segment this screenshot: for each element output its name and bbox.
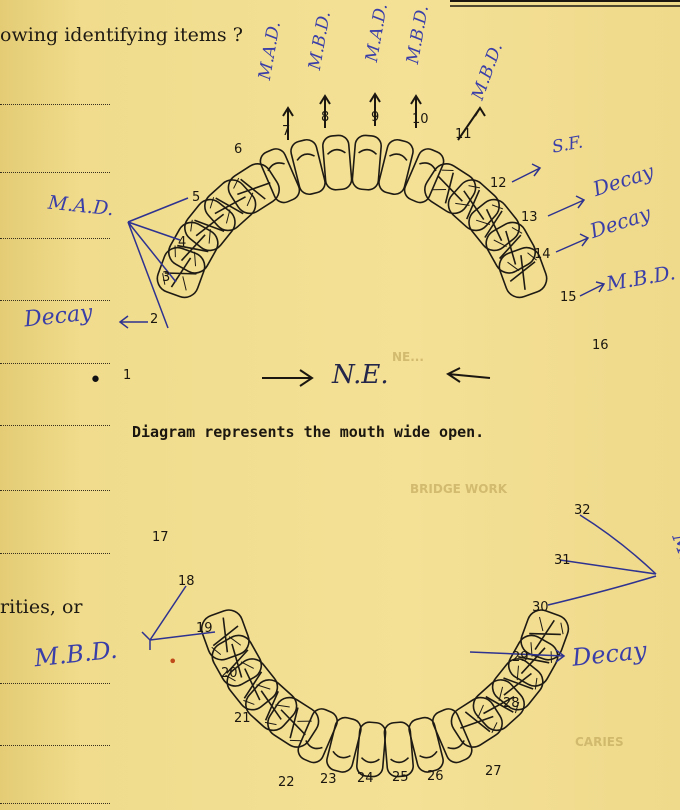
tooth-number: 1	[123, 368, 131, 383]
tooth-number: 22	[278, 775, 295, 790]
tooth-number: 28	[503, 696, 520, 711]
tooth-number: 10	[412, 112, 429, 127]
tooth-number: 14	[534, 247, 551, 262]
upper-tooth	[179, 194, 241, 256]
tooth-number: 32	[574, 503, 591, 518]
lower-tooth	[468, 674, 530, 736]
tooth-number: 16	[592, 338, 609, 353]
tooth-number: 31	[554, 553, 571, 568]
lower-tooth	[222, 653, 284, 715]
tooth-number: 8	[321, 110, 329, 125]
pointer-line	[142, 586, 215, 650]
dot-mark: •	[168, 652, 177, 671]
pointer-line	[120, 316, 148, 328]
tooth-number: 21	[234, 711, 251, 726]
lower-tooth	[263, 692, 324, 752]
tooth-number: 9	[371, 110, 379, 125]
pointer-arrow	[448, 368, 490, 382]
upper-tooth	[257, 146, 302, 206]
lower-tooth	[446, 692, 507, 752]
tooth-number: 30	[532, 600, 549, 615]
tooth-number: 24	[357, 771, 374, 786]
tooth-number: 2	[150, 312, 158, 327]
pointer-line	[512, 164, 540, 182]
tooth-number: 7	[282, 124, 290, 139]
tooth-number: 11	[455, 127, 472, 142]
lower-tooth	[356, 721, 386, 777]
handwritten-note: N.E.	[332, 360, 389, 390]
tooth-number: 5	[192, 190, 200, 205]
pointer-line	[556, 234, 588, 252]
tooth-number: 4	[178, 235, 186, 250]
tooth-number: 20	[221, 666, 238, 681]
pointer-arrow	[262, 370, 312, 386]
tooth-number: 12	[490, 176, 507, 191]
tooth-number: 18	[178, 574, 195, 589]
tooth-number: 29	[512, 650, 529, 665]
tooth-number: 26	[427, 769, 444, 784]
tooth-number: 6	[234, 142, 242, 157]
upper-tooth	[322, 135, 352, 191]
tooth-number: 19	[196, 621, 213, 636]
upper-tooth	[377, 138, 415, 197]
upper-tooth	[352, 135, 382, 191]
upper-tooth	[401, 146, 446, 206]
tooth-number: 3	[162, 270, 170, 285]
upper-tooth	[289, 138, 327, 197]
tooth-number: 17	[152, 530, 169, 545]
pointer-line	[580, 282, 604, 296]
tooth-number: 27	[485, 764, 502, 779]
tooth-number: 25	[392, 770, 409, 785]
pointer-line	[548, 196, 584, 216]
tooth-number: 15	[560, 290, 577, 305]
dot-mark: •	[89, 368, 102, 393]
tooth-number: 23	[320, 772, 337, 787]
tooth-number: 13	[521, 210, 538, 225]
pointer-line	[128, 198, 188, 328]
